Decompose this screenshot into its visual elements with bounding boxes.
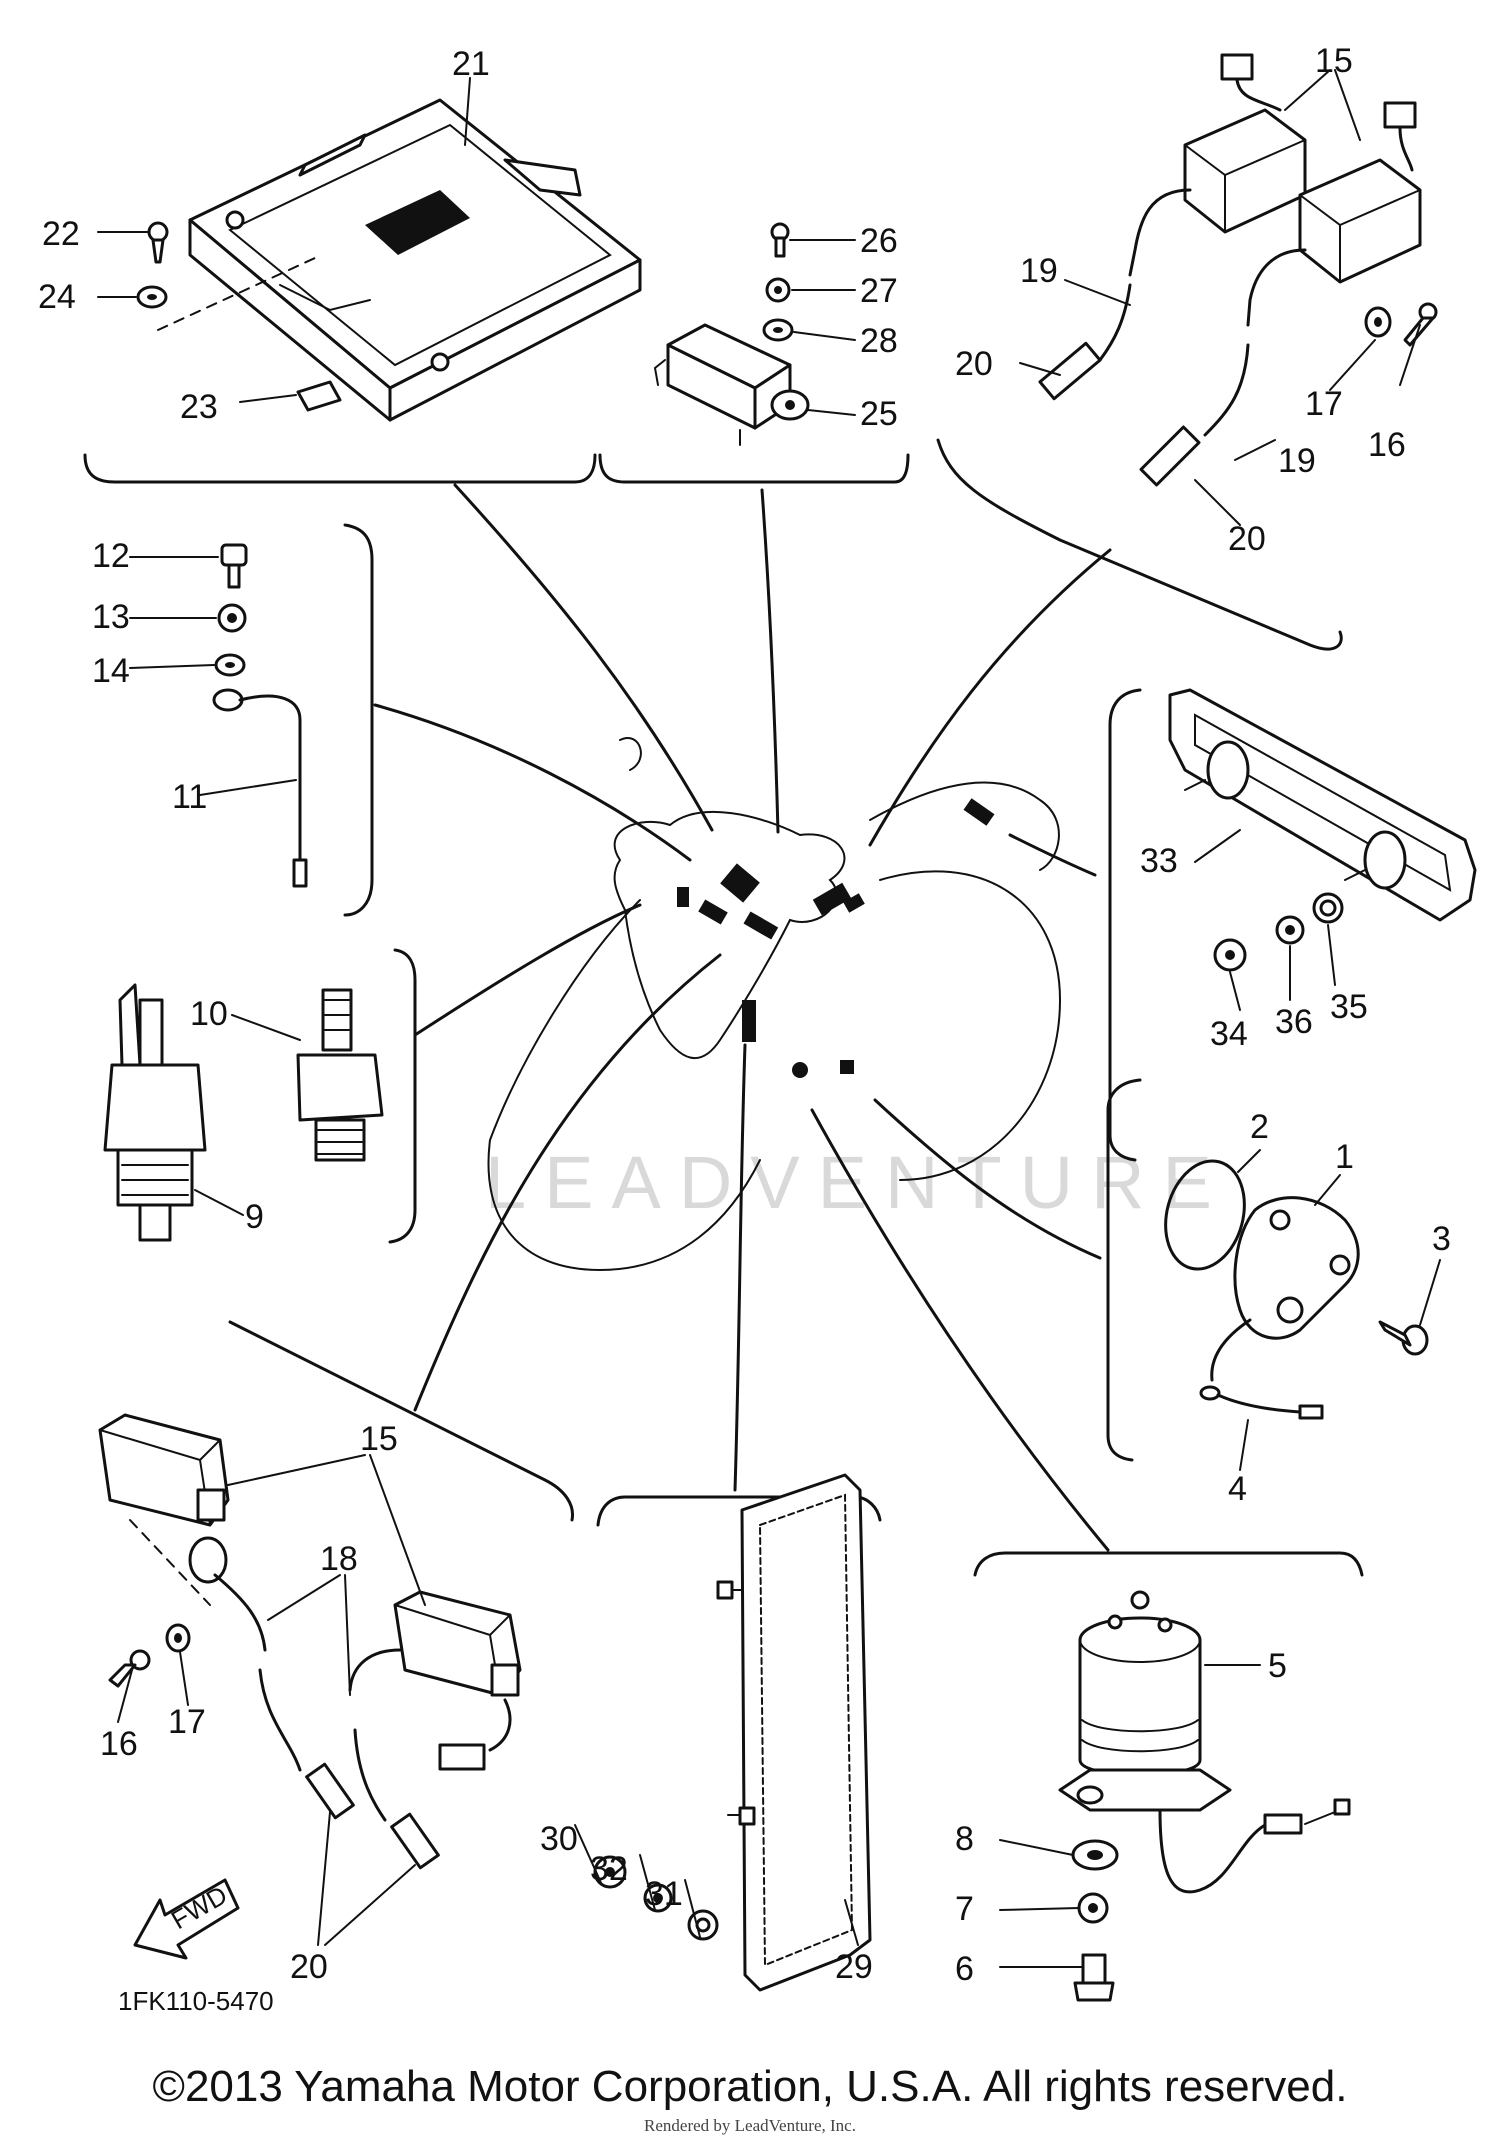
callout-1: 1	[1335, 1138, 1354, 1176]
callout-9: 9	[245, 1198, 264, 1236]
screw-22	[147, 221, 169, 264]
washer-17-top	[1364, 306, 1392, 338]
washer-36	[1275, 915, 1305, 945]
callout-14: 14	[92, 652, 130, 690]
washer-17-bottom	[165, 1623, 191, 1653]
pickup-coil-1	[1210, 1196, 1360, 1382]
nut-7	[1077, 1892, 1109, 1924]
dashed-guide-coil	[129, 1519, 211, 1606]
sensor-10	[296, 988, 384, 1162]
callout-leaders	[97, 69, 1441, 1968]
dashed-guide-24	[157, 257, 316, 331]
callout-24: 24	[38, 278, 76, 316]
callout-17-bottom: 17	[168, 1703, 206, 1741]
callout-35: 35	[1330, 988, 1368, 1026]
washer-32	[643, 1883, 673, 1913]
callout-28: 28	[860, 322, 898, 360]
callout-29: 29	[835, 1948, 873, 1986]
callout-17-top: 17	[1305, 385, 1343, 423]
screw-3	[1378, 1320, 1429, 1356]
callout-15-bottom: 15	[360, 1420, 398, 1458]
callout-labels: 21 22 24 23 26 27 28 25 15 19 20 17 16 1…	[38, 42, 1451, 1988]
callout-27: 27	[860, 272, 898, 310]
callout-33: 33	[1140, 842, 1178, 880]
callout-23: 23	[180, 388, 218, 426]
callout-18: 18	[320, 1540, 358, 1578]
o-ring-2	[1164, 1159, 1246, 1271]
callout-26: 26	[860, 222, 898, 260]
callout-6: 6	[955, 1950, 974, 1988]
callout-7: 7	[955, 1890, 974, 1928]
rendered-by-credit: Rendered by LeadVenture, Inc.	[644, 2116, 856, 2135]
fwd-arrow: FWD	[133, 1878, 240, 1960]
callout-3: 3	[1432, 1220, 1451, 1258]
callout-36: 36	[1275, 1003, 1313, 1041]
callout-4: 4	[1228, 1470, 1247, 1508]
bolt-6	[1073, 1953, 1115, 2002]
washer-8	[1071, 1839, 1119, 1871]
callout-22: 22	[42, 215, 80, 253]
nut-13	[217, 603, 247, 633]
callout-20-top: 20	[955, 345, 993, 383]
switch-9	[103, 983, 207, 1242]
callout-8: 8	[955, 1820, 974, 1858]
ecu-box	[188, 98, 642, 422]
screw-26	[770, 222, 790, 258]
callout-10: 10	[190, 995, 228, 1033]
callout-11: 11	[172, 778, 207, 816]
callout-2: 2	[1250, 1108, 1269, 1146]
callout-21: 21	[452, 45, 490, 83]
callout-13: 13	[92, 598, 130, 636]
solenoid-5	[1058, 1590, 1351, 1894]
nut-34	[1213, 938, 1247, 972]
callout-20-bottom: 20	[290, 1948, 328, 1986]
callout-32: 32	[590, 1850, 628, 1888]
washer-28	[762, 318, 794, 342]
callout-20-mid: 20	[1228, 520, 1266, 558]
callout-34: 34	[1210, 1015, 1248, 1053]
reflector-29	[716, 1473, 872, 1992]
callout-5: 5	[1268, 1647, 1287, 1685]
callout-16-bottom: 16	[100, 1725, 138, 1763]
washer-14	[214, 653, 246, 677]
callout-16-top: 16	[1368, 426, 1406, 464]
callout-31: 31	[645, 1875, 683, 1913]
nut-30	[593, 1855, 627, 1889]
callout-15-top: 15	[1315, 42, 1353, 80]
nut-27	[765, 277, 791, 303]
screw-16-top	[1403, 302, 1438, 347]
regulator-25	[653, 323, 810, 446]
group-brackets	[83, 438, 1364, 1577]
watermark-text: LEADVENTURE	[485, 1141, 1230, 1224]
callout-19-top: 19	[1020, 252, 1058, 290]
callout-19-mid: 19	[1278, 442, 1316, 480]
screw-16-bottom	[108, 1649, 151, 1688]
washer-31	[687, 1909, 719, 1941]
leader-lines	[373, 483, 1112, 1552]
lead-4	[1199, 1385, 1324, 1420]
copyright-notice: ©2013 Yamaha Motor Corporation, U.S.A. A…	[152, 2062, 1348, 2111]
bolt-12	[220, 543, 248, 589]
ignition-coils-top	[1038, 53, 1422, 487]
lamp-33	[1168, 688, 1477, 922]
ignition-coils-bottom	[98, 1413, 522, 1870]
clip-23	[296, 380, 342, 412]
ground-lead-11	[212, 688, 308, 888]
washer-35	[1312, 892, 1344, 924]
washer-24	[136, 285, 168, 309]
diagram-code: 1FK110-5470	[118, 1986, 274, 2016]
callout-30: 30	[540, 1820, 578, 1858]
callout-25: 25	[860, 395, 898, 433]
callout-12: 12	[92, 537, 130, 575]
hull-outline	[487, 737, 1062, 1272]
